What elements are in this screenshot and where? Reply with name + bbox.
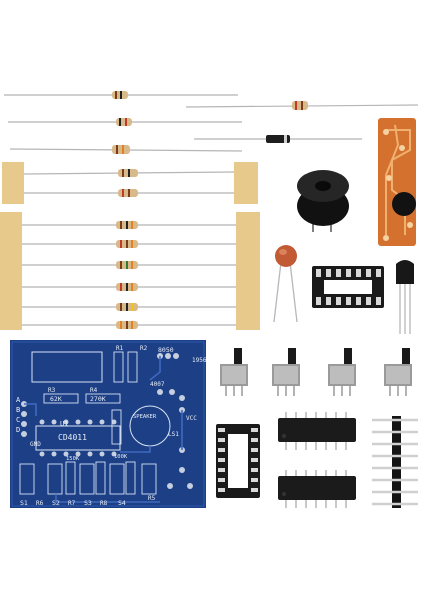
resistor-2 — [185, 101, 419, 110]
label-s1: S1 — [20, 499, 28, 507]
loose-resistors — [4, 91, 419, 154]
slide-switch-1 — [220, 348, 248, 396]
label-r4: R4 — [90, 387, 98, 394]
label-r3: R3 — [48, 387, 56, 394]
slide-switch-2 — [272, 348, 300, 396]
label-270k: 270K — [90, 395, 106, 403]
epoxy-blob-chip — [392, 192, 416, 216]
label-speaker: SPEAKER — [133, 414, 157, 420]
sound-module-board — [378, 118, 416, 246]
taped-resistors-top — [2, 162, 258, 204]
label-4007: 4007 — [150, 381, 165, 388]
slide-switch-4 — [384, 348, 412, 396]
ic-socket-14pin-2 — [216, 424, 260, 498]
ic-socket-14pin — [312, 266, 384, 308]
taped-resistors-bottom — [0, 212, 260, 330]
label-s2: S2 — [52, 499, 60, 507]
label-150k: 150K — [66, 456, 80, 462]
label-gnd: GND — [30, 441, 41, 448]
tape-left-bottom — [0, 212, 22, 330]
dip-chip-1 — [278, 412, 356, 450]
tape-right-bottom — [236, 212, 260, 330]
label-u1: U1 — [60, 420, 68, 428]
resistor-4 — [9, 145, 243, 154]
label-ls1: LS1 — [168, 431, 179, 438]
label-1956: 1956 — [192, 357, 207, 364]
resistor-3 — [8, 118, 242, 126]
resistor-1 — [4, 91, 238, 99]
label-r7: R7 — [68, 500, 76, 507]
label-8050: 8050 — [158, 346, 174, 354]
label-letter-a: A — [16, 396, 21, 404]
label-62k: 62K — [50, 395, 62, 403]
buzzer — [297, 170, 349, 232]
slide-switches — [220, 348, 412, 396]
label-letter-d: D — [16, 426, 20, 434]
slide-switch-3 — [328, 348, 356, 396]
label-100k: 100K — [114, 454, 128, 460]
label-cd4011: CD4011 — [58, 433, 87, 442]
ceramic-capacitor — [273, 245, 298, 323]
label-s3: S3 — [84, 499, 92, 507]
label-r5: R5 — [148, 495, 156, 502]
label-vcc: VCC — [186, 415, 197, 422]
transistor-to92 — [396, 260, 414, 334]
tape-left-top — [2, 162, 24, 204]
tape-right-top — [234, 162, 258, 204]
label-r2: R2 — [140, 345, 148, 352]
label-r6: R6 — [36, 500, 44, 507]
label-letter-c: C — [16, 416, 20, 424]
label-s4: S4 — [118, 499, 126, 507]
label-r1: R1 — [116, 345, 124, 352]
blue-pcb: U1 CD4011 R1 R2 8050 R3 R4 R5 R6 R7 R8 6… — [10, 340, 207, 508]
diode — [194, 135, 362, 143]
label-r8: R8 — [100, 500, 108, 507]
pin-header-8 — [372, 416, 418, 508]
label-letter-b: B — [16, 406, 20, 414]
dip-chip-2 — [278, 470, 356, 508]
